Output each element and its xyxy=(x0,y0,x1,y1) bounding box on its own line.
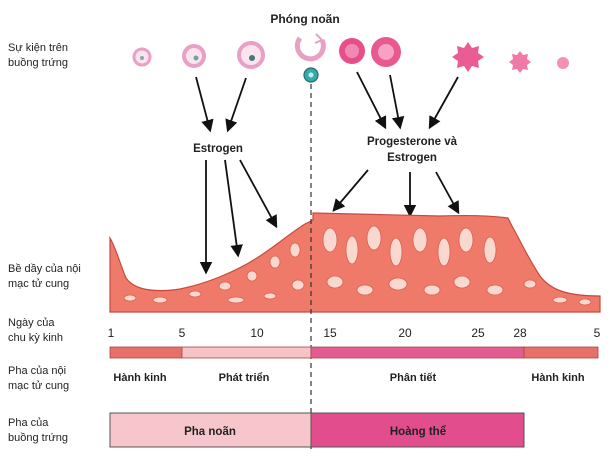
corpus-to-progesterone-arrows xyxy=(356,71,459,130)
arrow-corpus2 xyxy=(389,74,405,130)
cycle-days-label-line2: chu kỳ kinh xyxy=(8,332,63,344)
follicle-stage-1 xyxy=(132,47,152,67)
day-tick: 28 xyxy=(513,326,527,340)
endometrium-glands xyxy=(123,225,592,306)
arrow-follicle3-estrogen xyxy=(225,77,247,133)
corpus-luteum-mature xyxy=(371,37,401,67)
estrogen-label: Estrogen xyxy=(193,143,243,155)
uterine-phase-bar xyxy=(109,346,599,359)
day-tick: 5 xyxy=(594,326,601,340)
arrow-prog-1 xyxy=(332,169,369,212)
day-tick: 25 xyxy=(471,326,485,340)
menstruation-end-segment xyxy=(523,346,599,359)
progesterone-label-line1: Progesterone và xyxy=(367,136,458,148)
follicular-phase-box xyxy=(109,412,312,448)
luteal-phase-box xyxy=(310,412,525,448)
proliferative-segment xyxy=(181,346,312,359)
secretory-segment xyxy=(310,346,525,359)
follicle-stage-3 xyxy=(237,41,265,69)
ovarian-phase-label-line2: buồng trứng xyxy=(8,432,68,444)
follicle-stage-2 xyxy=(182,44,206,68)
luteal-phase-label: Hoàng thể xyxy=(390,426,447,438)
follicle-to-estrogen-arrows xyxy=(195,76,247,133)
endometrium-thickness-label-line2: mạc tử cung xyxy=(8,278,69,290)
uterine-phase-labels: Hành kinh Phát triển Phân tiết Hành kinh xyxy=(113,372,584,384)
menstruation-segment xyxy=(109,346,183,359)
corpus-luteum-early xyxy=(339,38,365,64)
progesterone-to-endometrium-arrows xyxy=(332,169,460,218)
day-tick: 20 xyxy=(398,326,412,340)
day-axis: 1 5 10 15 20 25 28 5 xyxy=(108,326,601,340)
corpus-albicans-tiny xyxy=(557,57,569,69)
released-egg-icon xyxy=(303,67,319,83)
follicular-phase-label: Pha noãn xyxy=(184,426,236,438)
menstruation-end-label: Hành kinh xyxy=(531,372,584,384)
secretory-label: Phân tiết xyxy=(390,372,437,384)
estrogen-to-endometrium-arrows xyxy=(199,159,278,275)
arrow-corpus3 xyxy=(428,76,459,130)
ovulation-label: Phóng noãn xyxy=(270,12,339,26)
endometrium-thickness-label-line1: Bề dầy của nội xyxy=(8,263,81,275)
ruptured-follicle xyxy=(294,33,326,62)
proliferative-label: Phát triển xyxy=(219,372,270,384)
day-tick: 5 xyxy=(179,326,186,340)
endometrium-band xyxy=(109,212,601,313)
arrow-corpus1 xyxy=(356,71,387,130)
arrow-prog-3 xyxy=(435,171,460,215)
uterine-phase-label-line2: mạc tử cung xyxy=(8,380,69,392)
ovary-events-label-line2: buồng trứng xyxy=(8,57,68,69)
arrow-follicle2-estrogen xyxy=(195,76,214,133)
cycle-days-label-line1: Ngày của xyxy=(8,317,55,329)
day-tick: 15 xyxy=(323,326,337,340)
uterine-phase-label-line1: Pha của nội xyxy=(8,365,66,377)
menstruation-label: Hành kinh xyxy=(113,372,166,384)
corpus-albicans-small xyxy=(509,51,531,73)
arrow-estrogen-2 xyxy=(224,159,243,258)
arrow-estrogen-3 xyxy=(239,159,278,229)
ovary-events-label-line1: Sự kiện trên xyxy=(8,42,68,54)
day-tick: 1 xyxy=(108,326,115,340)
ovarian-phase-bar: Pha noãn Hoàng thể xyxy=(109,412,525,448)
ovarian-phase-label-line1: Pha của xyxy=(8,417,49,429)
follicle-sequence xyxy=(132,33,569,83)
corpus-luteum-regressing xyxy=(452,42,484,72)
day-tick: 10 xyxy=(250,326,264,340)
progesterone-label-line2: Estrogen xyxy=(387,152,437,164)
